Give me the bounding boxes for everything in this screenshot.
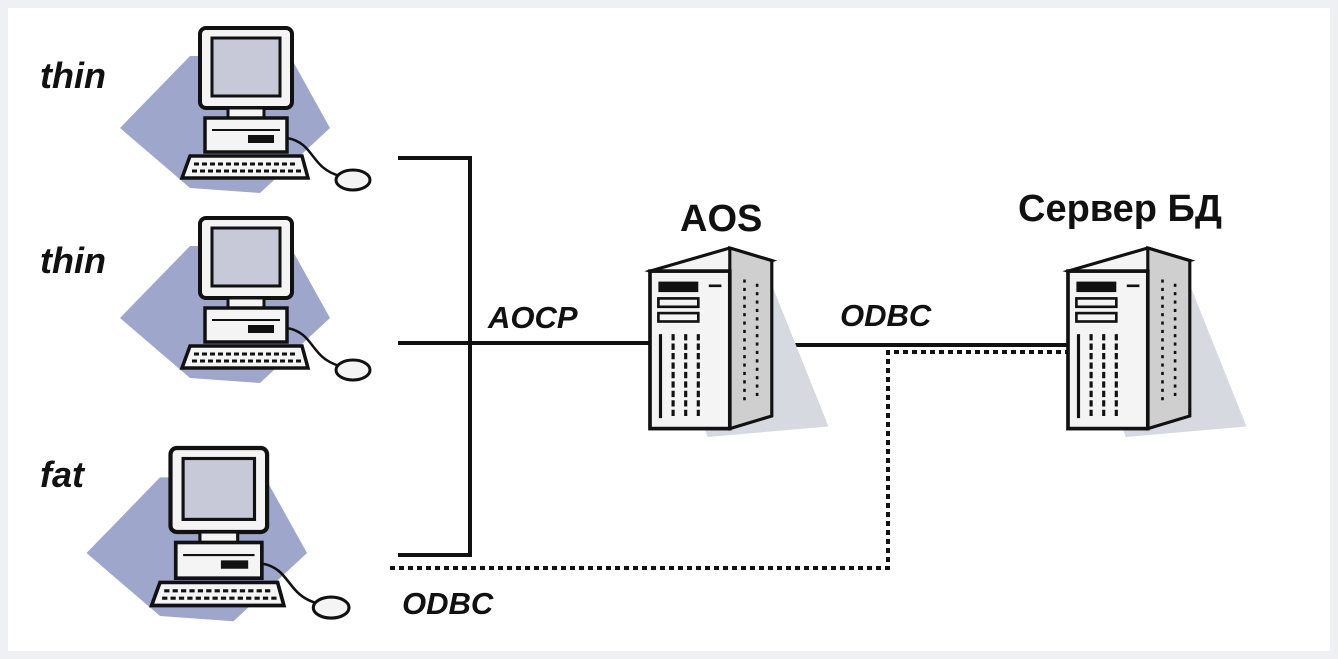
fat-client-computer-icon [87,448,350,621]
db-server-label: Сервер БД [1018,188,1222,230]
aocp-protocol-label: AOCP [488,300,578,335]
link-fat-db-odbc [390,350,1070,570]
aos-server-label: AOS [680,198,763,240]
odbc-fat-db-label: ODBC [402,586,494,621]
thin-client-1-computer-icon [118,26,372,195]
db-server-icon [1066,246,1249,439]
thin-client-2-label: thin [40,240,106,281]
aos-server-icon [648,246,831,439]
thin-client-2-computer-icon [118,216,372,385]
fat-client-label: fat [40,454,84,495]
odbc-aos-db-label: ODBC [840,298,932,333]
thin-client-1-label: thin [40,55,106,96]
